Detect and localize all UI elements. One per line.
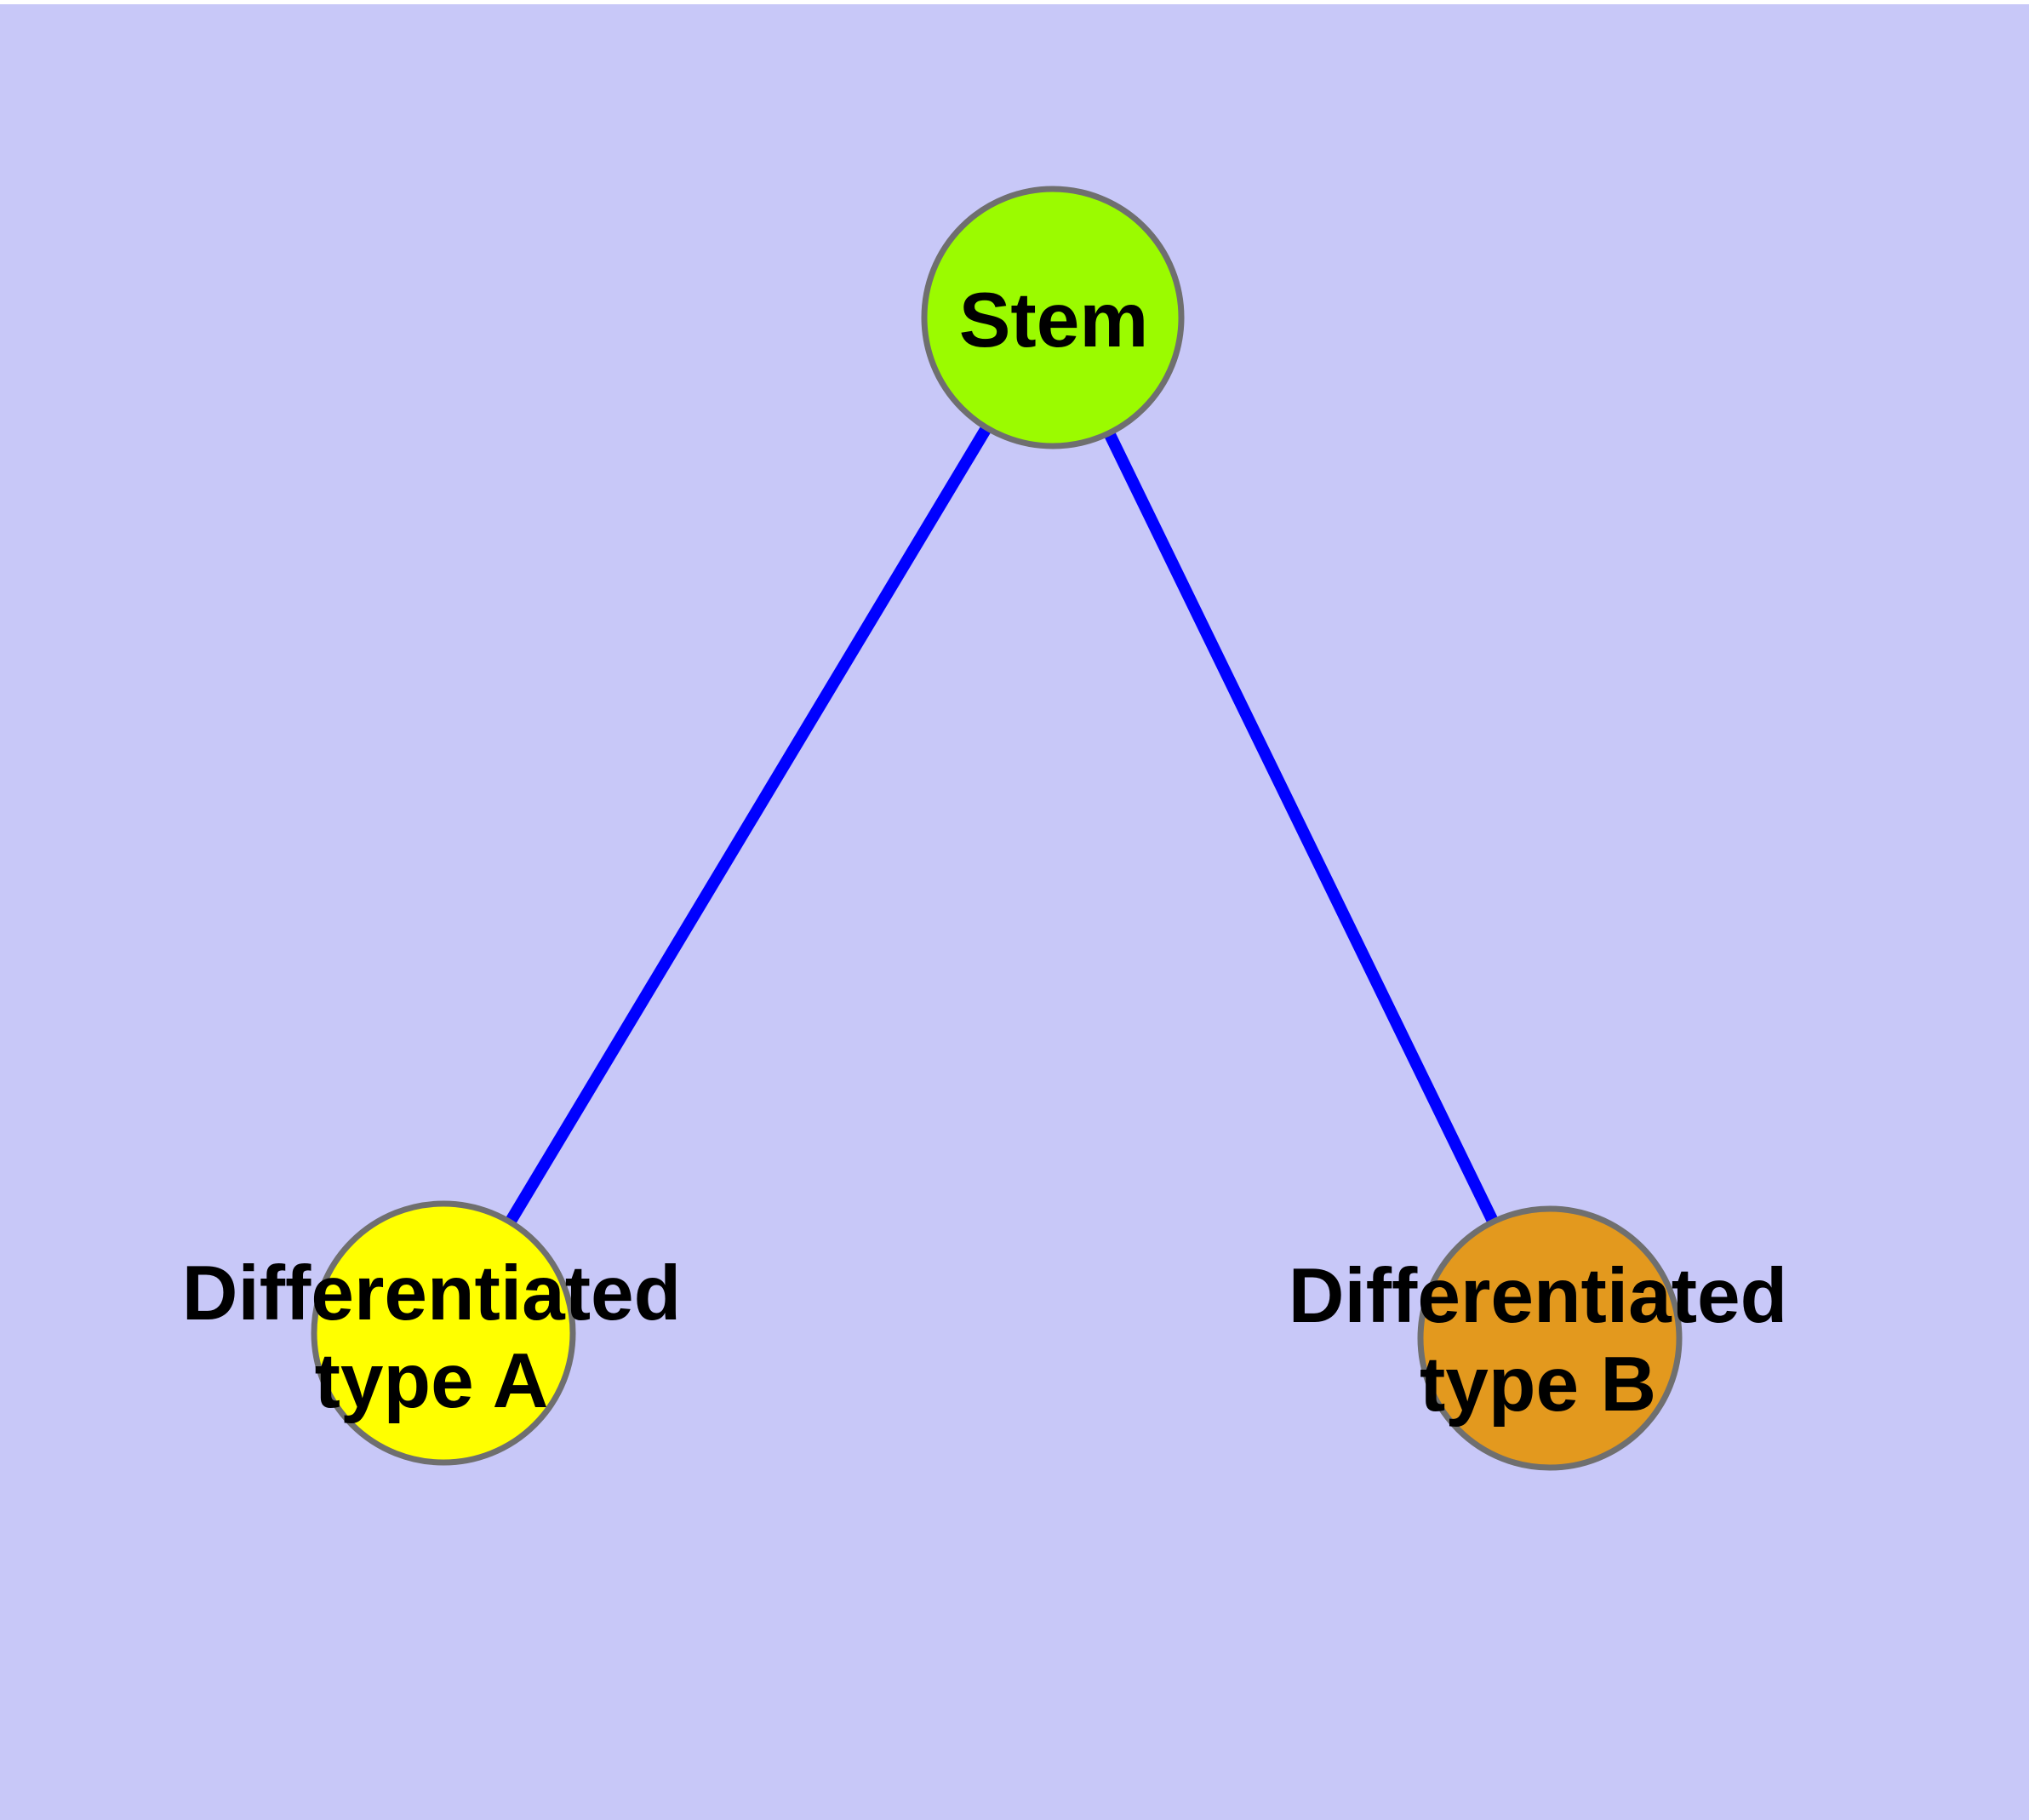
edge-stem-to-type-b — [1047, 314, 1556, 1342]
node-differentiated-type-a — [311, 1200, 576, 1466]
node-stem-label: Stem — [959, 278, 1149, 363]
node-stem — [921, 186, 1185, 449]
node-type-b-label-line1: Differentiated — [1289, 1253, 1788, 1339]
node-differentiated-type-b — [1417, 1205, 1683, 1471]
node-type-b-label-line2: type B — [1420, 1342, 1656, 1428]
node-type-a-label-line2: type A — [315, 1338, 549, 1424]
node-type-a-label-line1: Differentiated — [182, 1251, 682, 1336]
edge-stem-to-type-a — [437, 314, 1059, 1336]
